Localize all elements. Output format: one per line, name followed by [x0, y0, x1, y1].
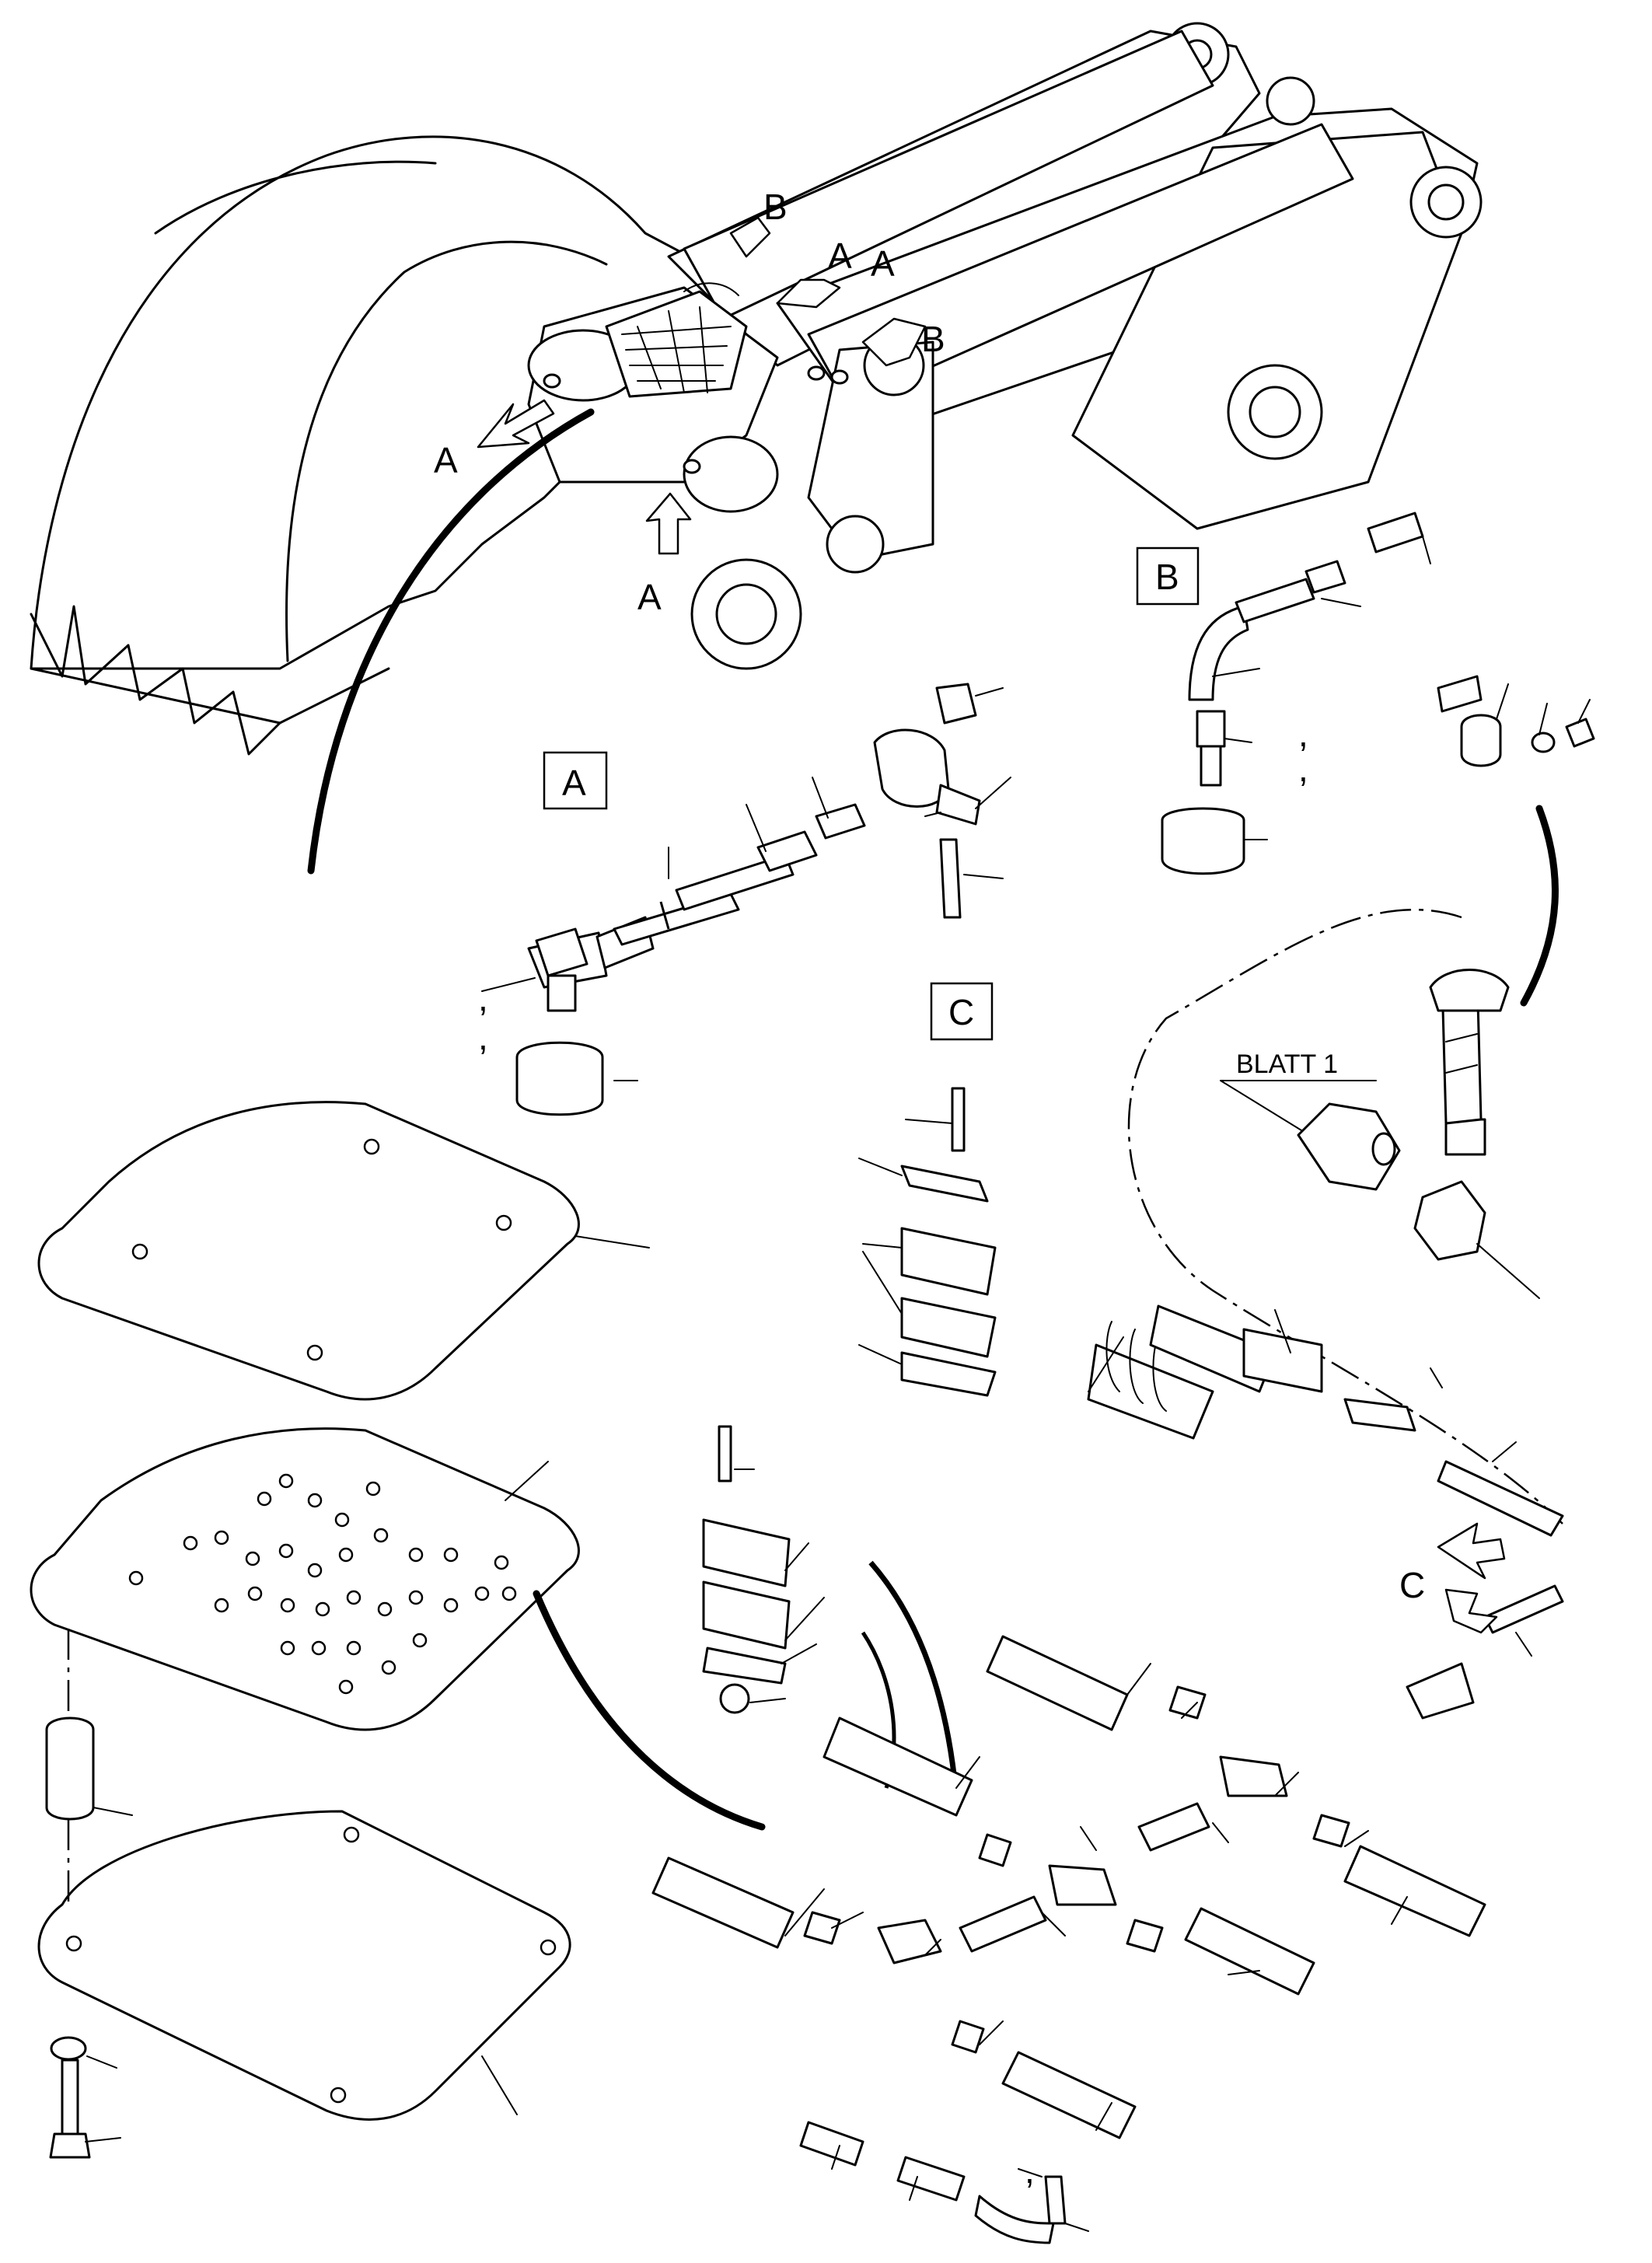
tick-mark: , [1025, 2150, 1035, 2191]
plates [30, 1101, 766, 2159]
view-b-box [1136, 547, 1200, 606]
view-c-label: C [948, 992, 974, 1032]
view-b-label: B [1155, 557, 1179, 597]
view-c-box [930, 982, 994, 1041]
arrow-label-b-2: B [921, 319, 945, 359]
perforated-plate [30, 1427, 580, 1731]
distributor-lines: , [651, 1425, 1486, 2244]
tick-mark: , [478, 978, 488, 1018]
reference-label: BLATT 1 [1236, 1049, 1338, 1079]
tick-mark: , [1298, 714, 1308, 754]
view-b: B , , [1136, 512, 1595, 1007]
view-a: A , , [478, 683, 1011, 1116]
view-a-box [543, 751, 608, 810]
cover-plate [37, 1101, 580, 1401]
arrow-b-icon [861, 317, 927, 367]
arrow-a-icon [776, 278, 841, 309]
view-c: C [858, 982, 997, 1397]
reference-detail: BLATT 1 [1127, 909, 1563, 1524]
arrow-a-icon [645, 492, 692, 555]
arrow-label-a-3: A [828, 236, 852, 276]
arrow-label-a-2: A [637, 577, 662, 617]
arrow-label-a-4: A [871, 243, 895, 284]
tick-mark: , [478, 1017, 488, 1057]
tick-mark: , [1298, 749, 1308, 789]
bucket-assembly [30, 22, 1483, 756]
base-plate [37, 1810, 571, 2121]
arrow-b-icon [729, 216, 771, 258]
arrow-a-icon [477, 399, 555, 449]
view-a-label: A [562, 763, 586, 803]
arrow-label-c: C [1399, 1565, 1425, 1605]
assembly-callouts: A A A A B B [307, 187, 945, 875]
hose-assembly: C [1087, 1304, 1564, 1720]
arrow-label-b-1: B [763, 187, 788, 227]
arrow-label-a-1: A [434, 440, 458, 480]
